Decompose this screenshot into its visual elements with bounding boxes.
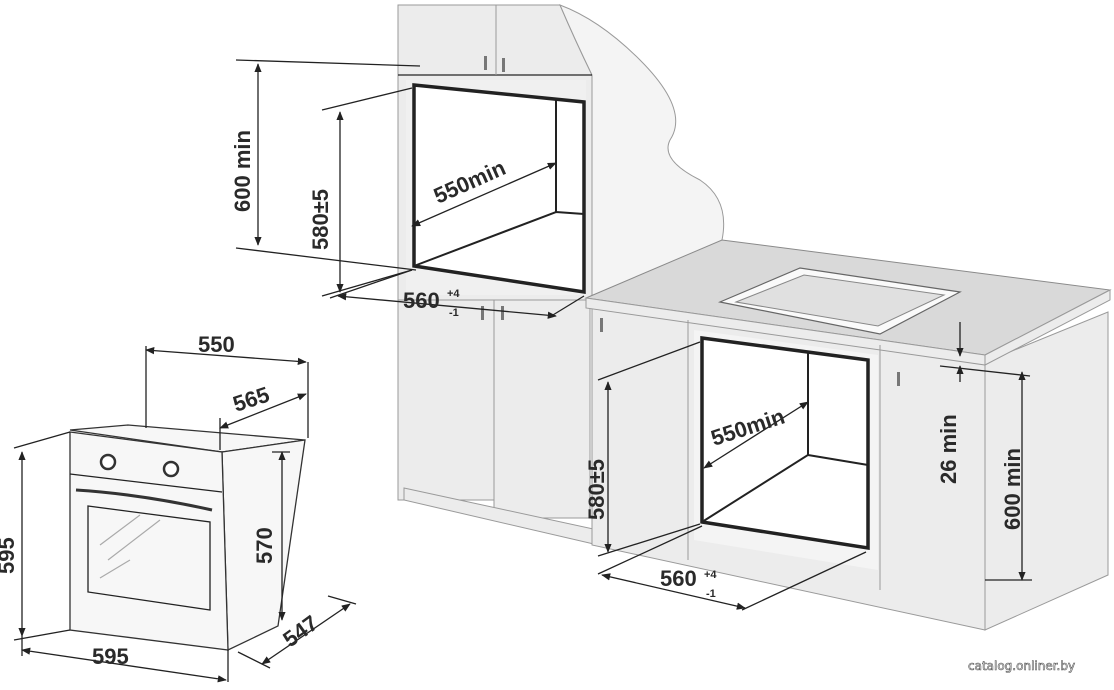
label-lower-height-min: 600 min bbox=[1000, 448, 1025, 530]
label-upper-width: 560 bbox=[403, 288, 440, 313]
label-lower-width-tol-plus: +4 bbox=[704, 569, 717, 581]
label-upper-width-tol-plus: +4 bbox=[447, 288, 460, 300]
label-upper-width-tol-minus: -1 bbox=[449, 307, 459, 319]
label-upper-height-min: 600 min bbox=[230, 130, 255, 212]
label-upper-niche-height: 580±5 bbox=[308, 189, 333, 250]
label-oven-body-height: 570 bbox=[252, 527, 277, 564]
label-lower-niche-height: 580±5 bbox=[584, 459, 609, 520]
label-lower-width: 560 bbox=[660, 566, 697, 591]
label-oven-overall-depth: 565 bbox=[230, 382, 273, 417]
label-lower-width-tol-minus: -1 bbox=[706, 588, 716, 600]
label-oven-body-depth: 547 bbox=[278, 610, 322, 652]
label-lower-gap-min: 26 min bbox=[936, 414, 961, 484]
label-oven-front-height: 595 bbox=[0, 537, 19, 574]
label-oven-front-width: 595 bbox=[92, 644, 129, 669]
watermark: catalog.onliner.by bbox=[968, 659, 1075, 673]
label-oven-top-depth: 550 bbox=[198, 332, 235, 357]
lower-oven-niche bbox=[694, 330, 878, 570]
dimension-lines bbox=[13, 59, 1032, 683]
